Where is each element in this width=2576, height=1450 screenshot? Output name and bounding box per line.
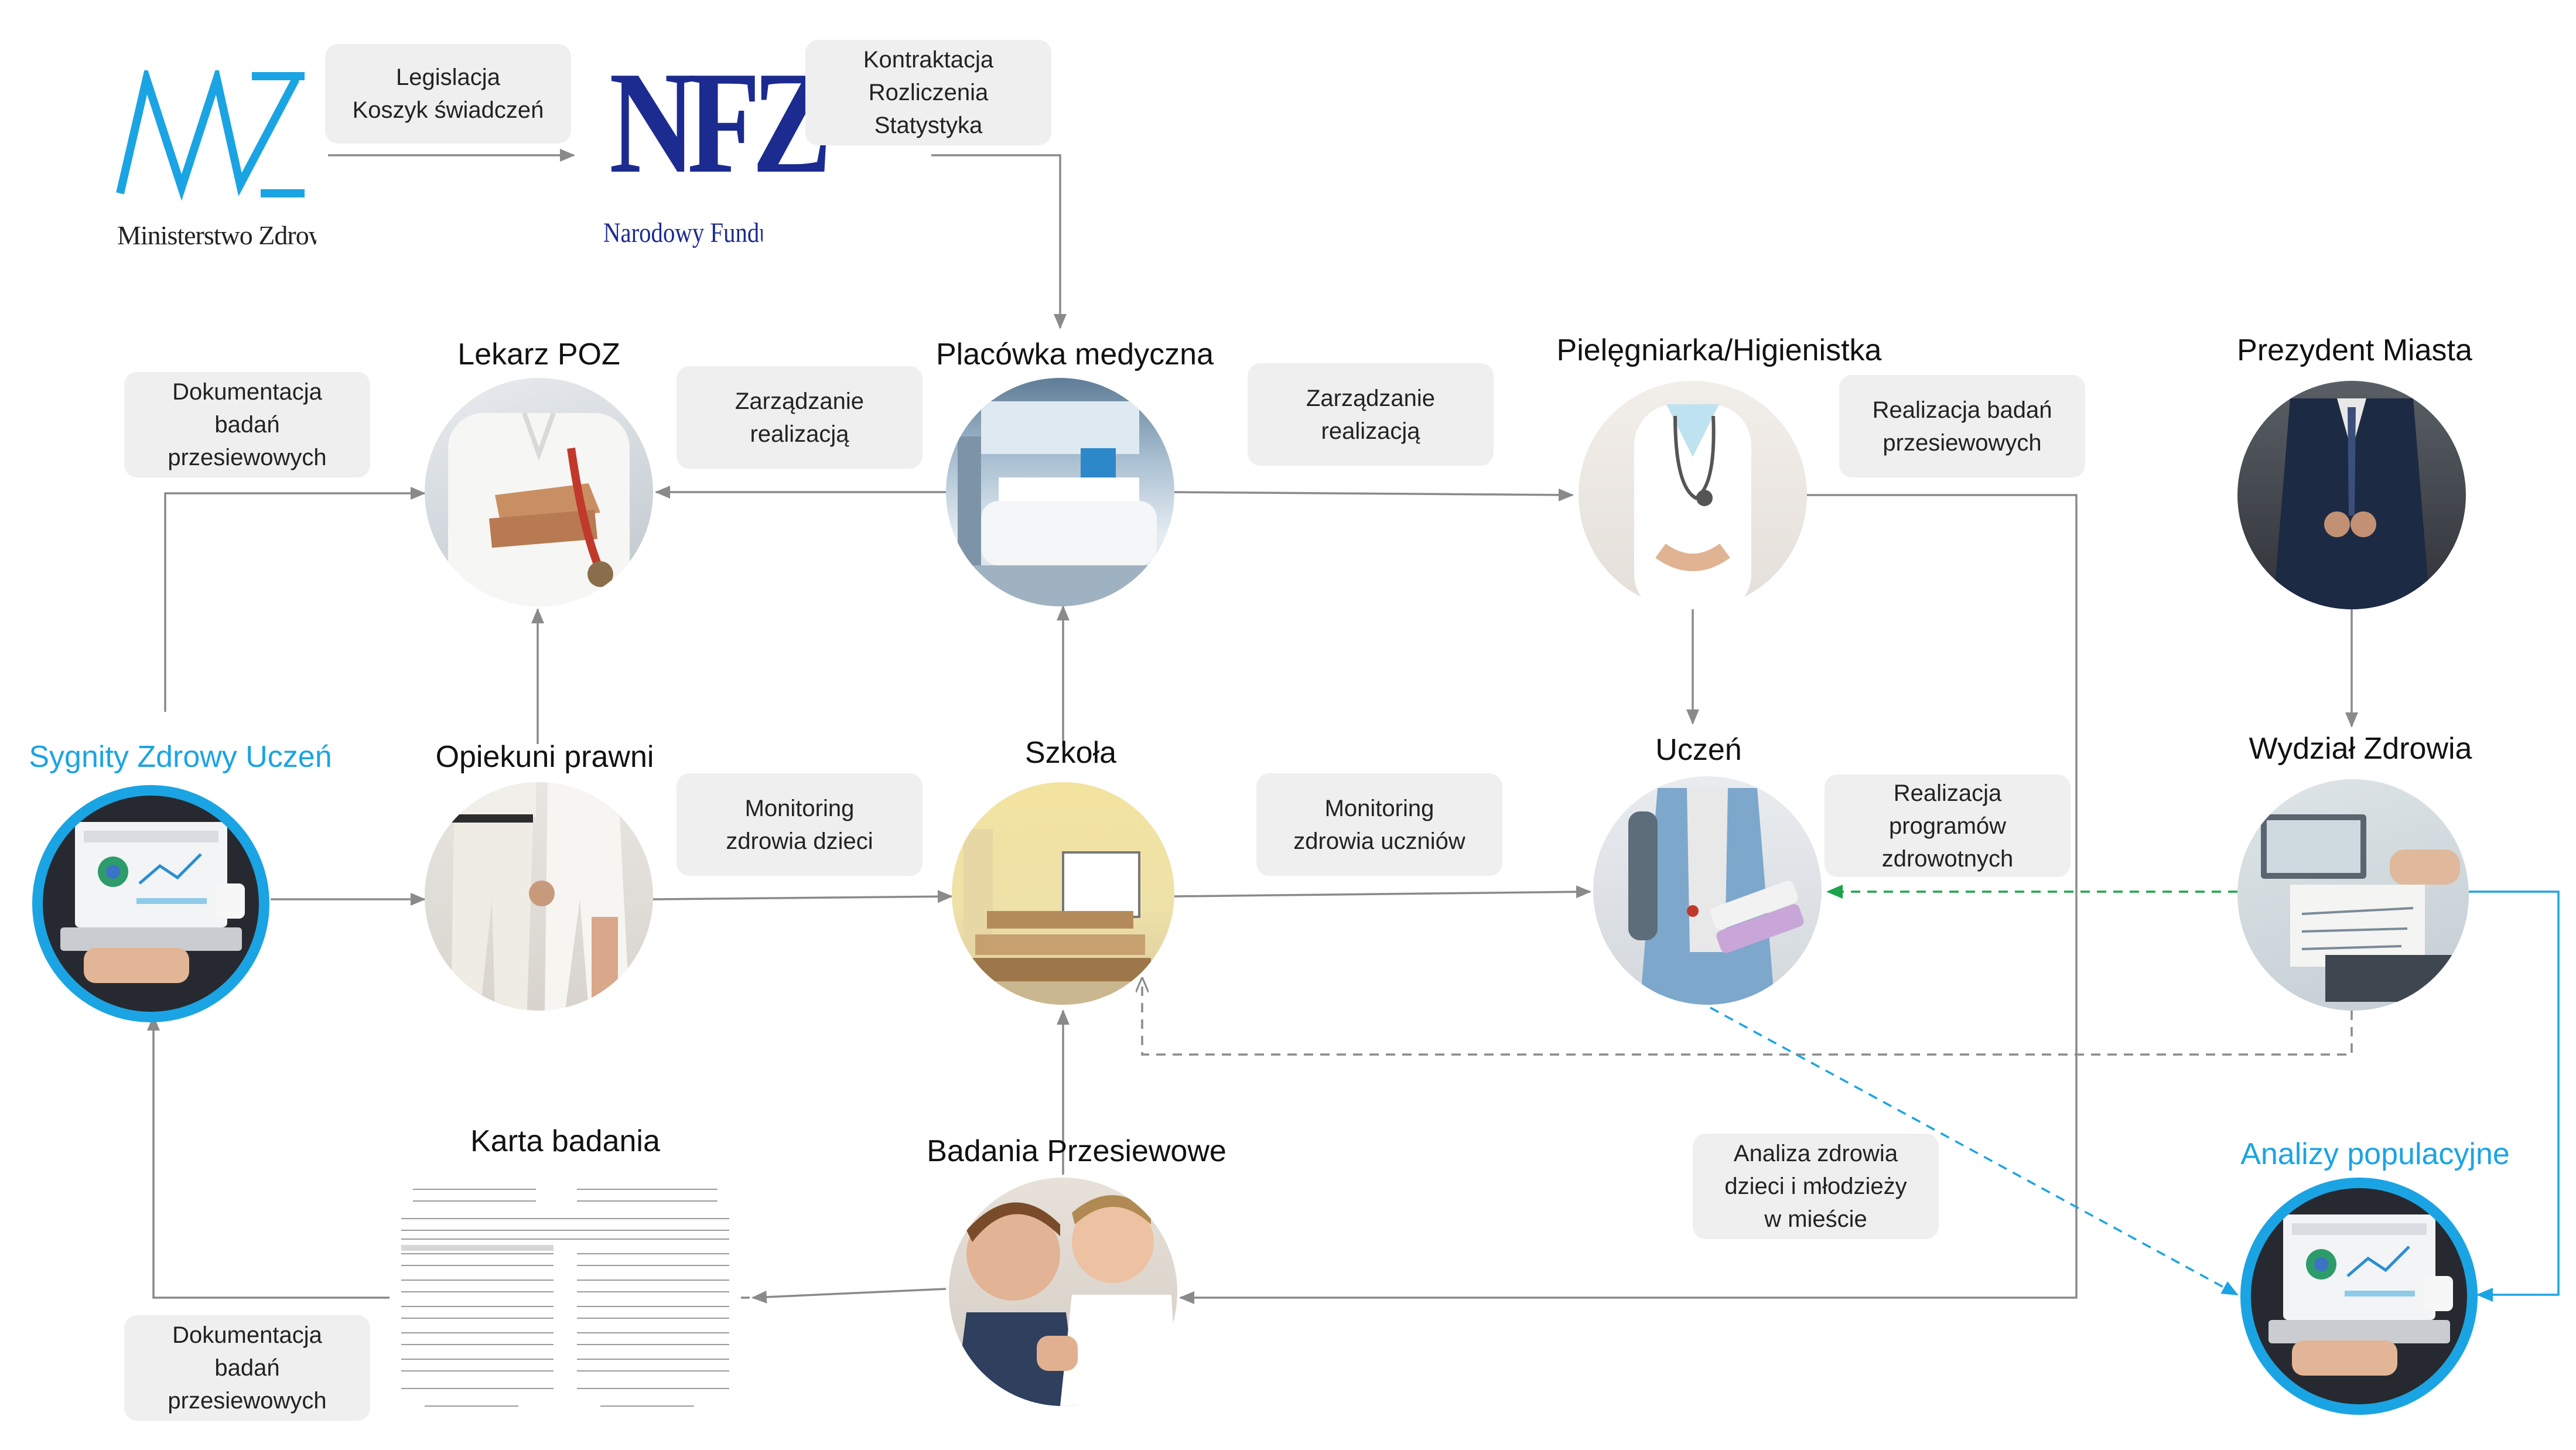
- nurse-illustration: [1634, 404, 1751, 609]
- nfz-logo: NFZ Narodowy Fundusz Zdrowia: [603, 41, 832, 275]
- arrow-badania-to-karta: [751, 1288, 947, 1304]
- mz-logo: Ministerstwo Zdrowia: [114, 63, 316, 264]
- nfz-logo-text: Narodowy Fundusz Zdrowia: [603, 217, 763, 248]
- title-wydzial: Wydział Zdrowia: [2249, 732, 2472, 766]
- arrow-uczen-to-analizy-blue: [1710, 1007, 2239, 1296]
- title-analizy: Analizy populacyjne: [2240, 1137, 2510, 1171]
- arrow-nfz-to-placowka: [931, 154, 1067, 329]
- office-illustration: [2261, 814, 2460, 1002]
- box-realizacja-programow: Realizacja programów zdrowotnych: [1825, 775, 2071, 877]
- parents-illustration: [448, 782, 630, 1011]
- screening-illustration: [955, 1195, 1177, 1406]
- analizy-laptop-photo-icon: [2240, 1178, 2478, 1415]
- arrow-szkola-to-uczen: [1174, 885, 1591, 899]
- box-monitoring-dzieci: Monitoring zdrowia dzieci: [677, 773, 923, 876]
- title-prezydent: Prezydent Miasta: [2237, 333, 2472, 367]
- sygnity-laptop-photo-icon: [32, 785, 269, 1022]
- title-lekarz: Lekarz POZ: [457, 337, 620, 371]
- title-badania: Badania Przesiewowe: [927, 1134, 1226, 1168]
- office-desk-photo-icon: [2237, 779, 2469, 1011]
- parents-walking-photo-icon: [425, 782, 653, 1011]
- doctor-photo-icon: [425, 378, 653, 606]
- box-legislacja: Legislacja Koszyk świadczeń: [325, 44, 571, 144]
- laptop-dashboard-illustration: [60, 822, 245, 983]
- classroom-photo-icon: [952, 782, 1174, 1005]
- box-zarzadzanie-right: Zarządzanie realizacją: [1248, 363, 1494, 466]
- box-dokumentacja-bottom: Dokumentacja badań przesiewowych: [124, 1315, 370, 1421]
- title-placowka: Placówka medyczna: [936, 337, 1214, 371]
- title-szkola: Szkoła: [1024, 736, 1117, 770]
- title-opiekuni: Opiekuni prawni: [435, 740, 654, 774]
- student-photo-icon: [1593, 776, 1822, 1005]
- arrow-placowka-to-pielegniarka: [1174, 488, 1574, 501]
- clinic-reception-photo-icon: [946, 378, 1174, 606]
- box-analiza-zdrowia: Analiza zdrowia dzieci i młodzieży w mie…: [1693, 1134, 1939, 1239]
- box-zarzadzanie-left: Zarządzanie realizacją: [677, 366, 923, 469]
- businessman-photo-icon: [2237, 381, 2466, 609]
- classroom-illustration: [952, 829, 1174, 1005]
- box-monitoring-uczniow: Monitoring zdrowia uczniów: [1256, 773, 1502, 876]
- box-dokumentacja-top: Dokumentacja badań przesiewowych: [124, 372, 370, 477]
- arrow-opiekuni-to-szkola: [652, 890, 953, 903]
- laptop-dashboard-illustration-2: [2268, 1214, 2453, 1376]
- nurse-photo-icon: [1579, 381, 1807, 609]
- title-uczen: Uczeń: [1655, 733, 1742, 767]
- student-illustration: [1628, 788, 1804, 1005]
- businessman-illustration: [2273, 398, 2431, 609]
- arrow-wydzial-to-szkola-dashed: [1142, 978, 2353, 1056]
- clinic-illustration: [946, 401, 1174, 606]
- arrow-sygnity-to-lekarz: [164, 487, 426, 712]
- exam-form-document-icon: [390, 1178, 741, 1418]
- title-karta: Karta badania: [470, 1124, 660, 1158]
- mz-logo-text: Ministerstwo Zdrowia: [117, 220, 316, 250]
- arrow-wydzial-to-analizy-blue: [2469, 891, 2560, 1302]
- box-kontraktacja: Kontraktacja Rozliczenia Statystyka: [805, 40, 1051, 145]
- title-sygnity: Sygnity Zdrowy Uczeń: [29, 740, 332, 774]
- exam-form-illustration: [401, 1189, 729, 1407]
- doctor-illustration: [448, 412, 630, 606]
- nfz-logo-mark: NFZ: [609, 42, 832, 204]
- arrow-pielegniarka-to-badania: [1179, 494, 2078, 1304]
- box-realizacja-badan: Realizacja badań przesiewowych: [1839, 375, 2085, 477]
- title-pielegniarka: Pielęgniarka/Higienistka: [1556, 333, 1882, 367]
- mz-logo-mark: [116, 63, 305, 201]
- children-screening-photo-icon: [949, 1178, 1177, 1406]
